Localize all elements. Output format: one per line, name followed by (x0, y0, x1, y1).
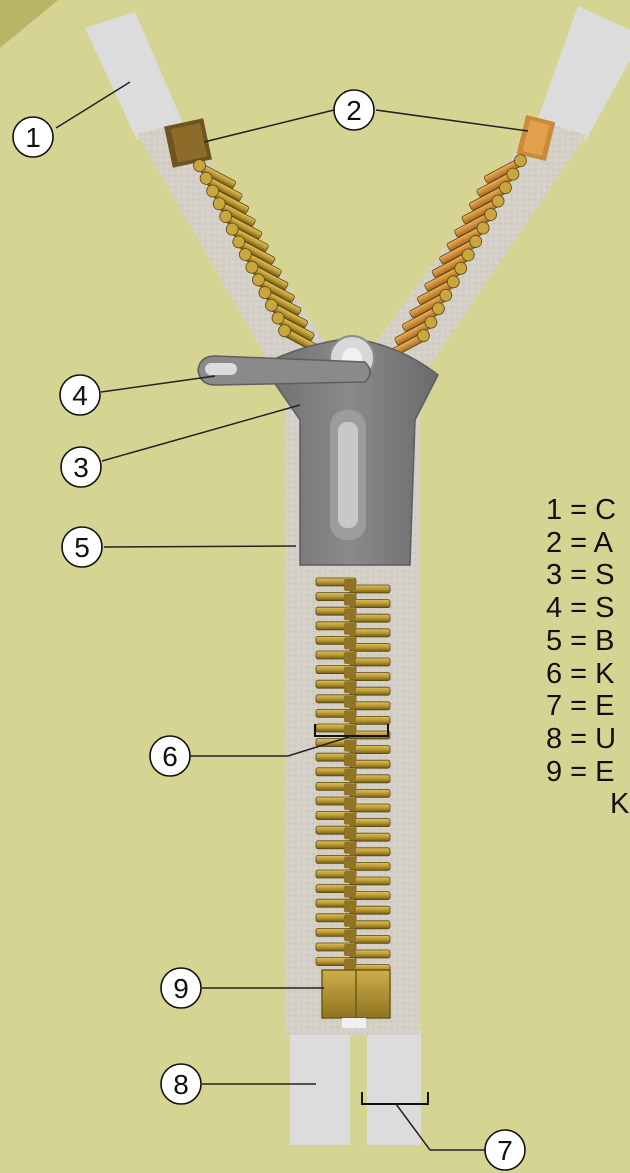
callout-9: 9 (161, 968, 201, 1008)
legend-line-3: 3 = S (546, 559, 629, 592)
legend-line-8: 8 = U (546, 723, 629, 756)
legend-line-6: 6 = K (546, 658, 629, 691)
callout-1: 1 (13, 117, 53, 157)
callout-6: 6 (150, 736, 190, 776)
callout-number: 5 (74, 532, 90, 563)
callout-4: 4 (60, 375, 100, 415)
legend-line-5: 5 = B (546, 625, 629, 658)
legend-line-4: 4 = S (546, 592, 629, 625)
callout-7: 7 (485, 1130, 525, 1170)
callout-number: 9 (173, 973, 189, 1004)
left-tape-end (85, 12, 185, 140)
callout-number: 7 (497, 1135, 513, 1166)
callout-3: 3 (61, 447, 101, 487)
legend-line-2: 2 = A (546, 527, 629, 560)
callout-8: 8 (161, 1064, 201, 1104)
callout-number: 4 (72, 380, 88, 411)
legend-line-1: 1 = C (546, 494, 629, 527)
teeth-right-arm (385, 153, 528, 360)
legend-line-7: 7 = E (546, 690, 629, 723)
callout-number: 2 (346, 95, 362, 126)
legend: 1 = C 2 = A 3 = S 4 = S 5 = B 6 = K 7 = … (546, 494, 629, 821)
legend-line-9-continuation: K (546, 788, 629, 821)
callout-number: 1 (25, 122, 41, 153)
callout-number: 8 (173, 1069, 189, 1100)
callout-5: 5 (62, 527, 102, 567)
left-bottom-tape-end (290, 1030, 350, 1145)
callout-number: 3 (73, 452, 89, 483)
legend-line-9: 9 = E (546, 756, 629, 789)
teeth-chain (316, 578, 390, 973)
callout-2: 2 (334, 90, 374, 130)
right-tape-end (535, 6, 630, 140)
corner-accent (0, 0, 58, 48)
callout-number: 6 (162, 741, 178, 772)
